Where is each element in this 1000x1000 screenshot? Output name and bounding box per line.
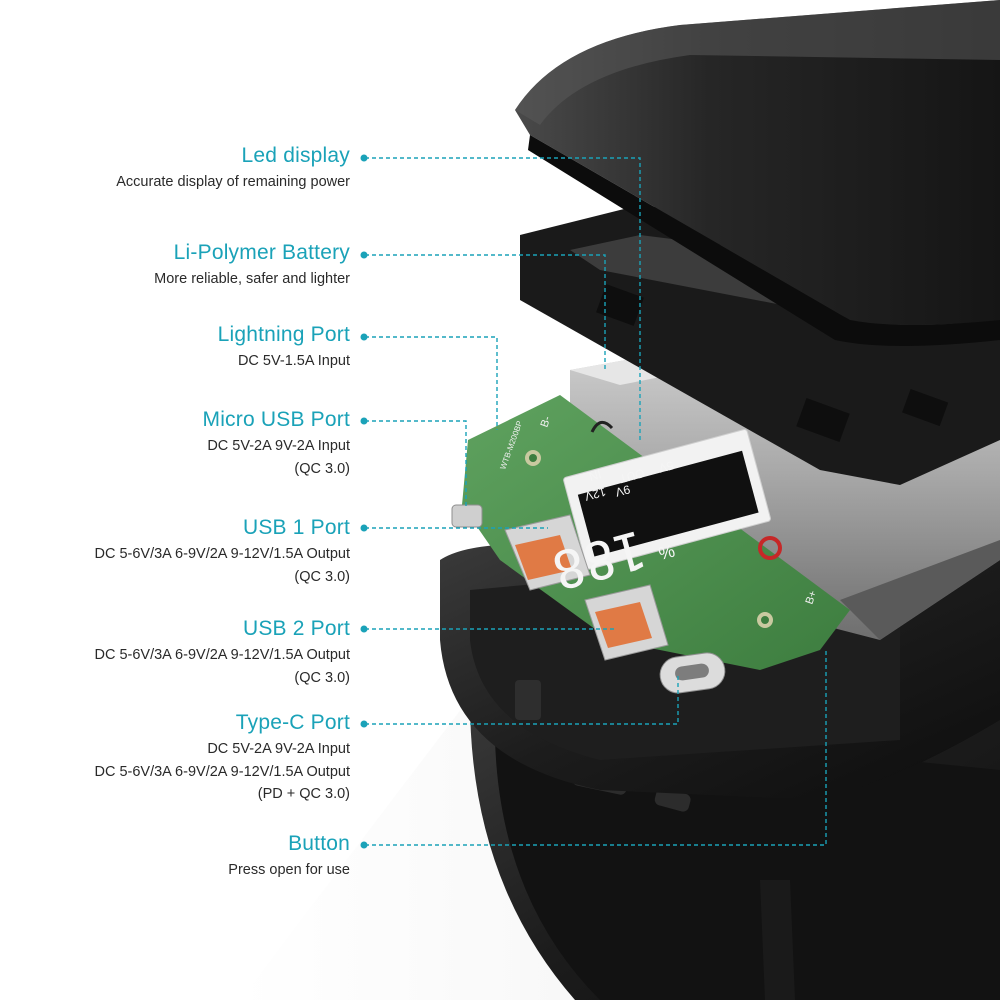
callout-desc: (QC 3.0) (294, 568, 350, 585)
led-label-5v: 5V (657, 458, 675, 475)
callout-desc: More reliable, safer and lighter (154, 271, 350, 287)
callout-desc: (QC 3.0) (294, 460, 350, 477)
led-percent: % (656, 540, 677, 563)
led-display (563, 428, 771, 570)
leader-lightning-port (365, 336, 498, 430)
callout-led-display: Led display Accurate display of remainin… (0, 144, 350, 194)
callout-desc: DC 5V-2A 9V-2A Input (207, 741, 350, 757)
leader-type-c-port (365, 675, 679, 725)
callout-usb1-port: USB 1 Port DC 5-6V/3A 6-9V/2A 9-12V/1.5A… (0, 516, 350, 588)
pcb-b-minus: B- (539, 414, 554, 429)
callout-type-c-port: Type-C Port DC 5V-2A 9V-2A Input DC 5-6V… (0, 711, 350, 806)
callout-lightning-port: Lightning Port DC 5V-1.5A Input (0, 323, 350, 373)
callout-desc: DC 5-6V/3A 6-9V/2A 9-12V/1.5A Output (94, 546, 350, 562)
callout-title: Li-Polymer Battery (173, 241, 350, 264)
callout-button: Button Press open for use (0, 832, 350, 882)
pcb-b-plus: B+ (804, 589, 820, 606)
callout-title: USB 1 Port (242, 516, 350, 539)
led-label-in: IN (588, 467, 603, 484)
leader-dots (360, 154, 368, 849)
callout-title: USB 2 Port (242, 617, 350, 640)
led-label-9v: 9V (614, 482, 632, 499)
callout-title: Lightning Port (217, 323, 350, 346)
callout-desc: Press open for use (228, 862, 350, 878)
callout-title: Led display (241, 144, 350, 167)
led-label-out: OUT (617, 466, 646, 486)
callout-desc: DC 5-6V/3A 6-9V/2A 9-12V/1.5A Output (94, 647, 350, 663)
callout-desc: (PD + QC 3.0) (257, 786, 350, 802)
callout-desc: Accurate display of remaining power (116, 174, 350, 190)
leader-battery (365, 254, 606, 370)
callout-desc: DC 5V-1.5A Input (237, 353, 350, 369)
callout-desc: DC 5-6V/3A 6-9V/2A 9-12V/1.5A Output (94, 763, 350, 780)
callout-micro-usb-port: Micro USB Port DC 5V-2A 9V-2A Input (QC … (0, 408, 351, 480)
leader-button (365, 650, 827, 846)
callout-usb2-port: USB 2 Port DC 5-6V/3A 6-9V/2A 9-12V/1.5A… (0, 617, 350, 689)
callout-desc: (QC 3.0) (294, 669, 350, 686)
leader-micro-usb-port (365, 420, 467, 508)
callout-li-polymer-battery: Li-Polymer Battery More reliable, safer … (0, 241, 350, 291)
top-lid (515, 0, 1000, 346)
led-label-12v: 12V (583, 484, 607, 503)
leader-lines (365, 157, 827, 846)
callout-title: Micro USB Port (202, 408, 350, 431)
callout-desc: DC 5V-2A 9V-2A Input (207, 438, 350, 454)
callout-title: Button (288, 832, 350, 855)
callout-title: Type-C Port (235, 711, 350, 734)
usb-ports (451, 504, 726, 694)
leader-led-display (365, 157, 641, 440)
